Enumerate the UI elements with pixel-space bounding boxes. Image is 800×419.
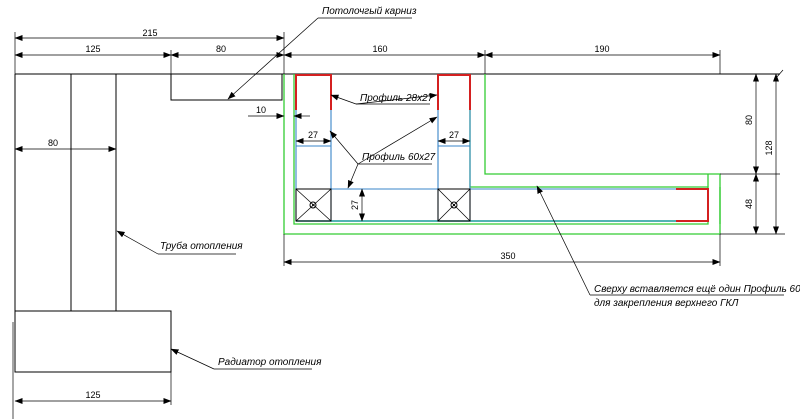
connector-block-left bbox=[295, 188, 332, 222]
label-radiator: Радиатор отопления bbox=[218, 357, 322, 368]
dim-125-top-text: 125 bbox=[85, 44, 100, 54]
dim-350-text: 350 bbox=[500, 251, 515, 261]
dimension-160: 160 bbox=[283, 44, 486, 74]
dimension-27-a: 27 bbox=[295, 130, 332, 144]
callout-cornice: Потолочгый карниз bbox=[227, 6, 417, 100]
dim-27-c-text: 27 bbox=[350, 200, 360, 210]
note-line-1: Сверху вставляется ещё один Профиль 60х2… bbox=[594, 283, 800, 295]
dim-48-text: 48 bbox=[744, 199, 754, 209]
dimension-80-top: 80 bbox=[170, 44, 285, 74]
dimension-27-b: 27 bbox=[437, 130, 471, 144]
ceiling-cornice bbox=[170, 73, 283, 101]
dim-215-text: 215 bbox=[142, 28, 157, 38]
dimension-128: 128 bbox=[764, 73, 779, 235]
dimension-27-c: 27 bbox=[350, 188, 365, 222]
dim-80-right-text: 80 bbox=[744, 115, 754, 125]
dimension-125-top: 125 bbox=[14, 44, 172, 58]
label-profile-28: Профиль 28х27 bbox=[360, 92, 434, 104]
label-profile-60: Профиль 60х27 bbox=[362, 151, 436, 163]
dimension-48: 48 bbox=[744, 173, 759, 235]
dimension-125-bottom: 125 bbox=[14, 372, 172, 405]
callout-radiator: Радиатор отопления bbox=[170, 348, 322, 370]
dimension-190: 190 bbox=[484, 44, 721, 74]
dim-80-top-text: 80 bbox=[216, 44, 226, 54]
heating-pipe bbox=[70, 74, 117, 311]
dim-10-text: 10 bbox=[256, 105, 266, 115]
connector-block-right bbox=[437, 188, 471, 222]
dim-125-bottom-text: 125 bbox=[85, 390, 100, 400]
label-cornice: Потолочгый карниз bbox=[322, 6, 417, 17]
note-line-2: для закрепления верхнего ГКЛ bbox=[594, 298, 738, 309]
callout-pipe: Труба отопления bbox=[116, 230, 243, 255]
ceiling-line bbox=[15, 69, 784, 79]
dimension-350: 350 bbox=[283, 234, 721, 266]
callout-profile-28x27: Профиль 28х27 bbox=[330, 92, 438, 105]
dim-27-b-text: 27 bbox=[449, 130, 459, 140]
dim-160-text: 160 bbox=[372, 44, 387, 54]
profile-28x27 bbox=[295, 74, 709, 222]
dim-27-a-text: 27 bbox=[308, 130, 318, 140]
heating-radiator bbox=[14, 310, 172, 373]
dim-80-left-text: 80 bbox=[48, 138, 58, 148]
label-pipe: Труба отопления bbox=[160, 240, 243, 252]
dimension-215: 215 bbox=[14, 28, 285, 74]
dimension-10: 10 bbox=[248, 105, 310, 119]
callout-profile-60x27: Профиль 60х27 bbox=[329, 116, 438, 189]
dimension-80-left: 80 bbox=[14, 138, 117, 152]
dim-190-text: 190 bbox=[594, 44, 609, 54]
dim-128-text: 128 bbox=[764, 140, 774, 155]
callout-note: Сверху вставляется ещё один Профиль 60х2… bbox=[536, 185, 800, 309]
